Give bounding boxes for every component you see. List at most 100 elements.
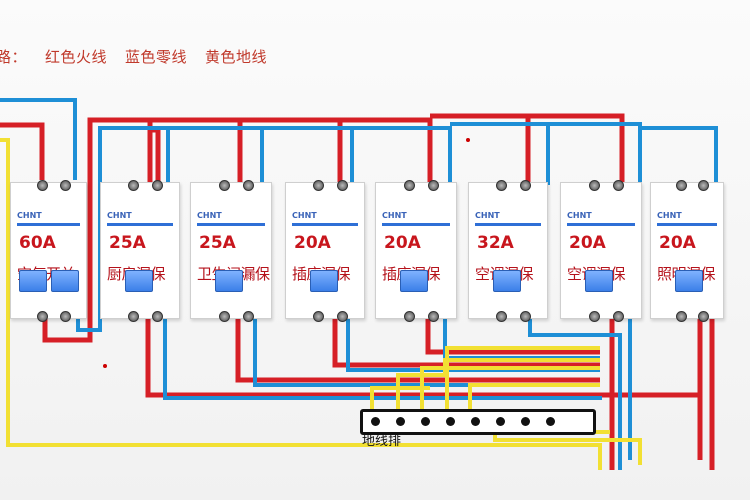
breaker-handle[interactable] [125, 270, 153, 292]
blue-bus-6 [640, 126, 718, 185]
terminal-screw [243, 311, 254, 322]
breaker-handle[interactable] [19, 270, 47, 292]
brand-mark: CHNT [292, 211, 317, 220]
marker-dot [103, 364, 107, 368]
blue-out-1 [163, 305, 602, 400]
ground-bar-hole [396, 417, 405, 426]
terminal-screw [59, 311, 71, 322]
terminal-screw [428, 311, 439, 322]
breaker-3: CHNT25A卫生间漏保 [190, 180, 272, 322]
terminal-screw [613, 180, 624, 191]
breaker-handle[interactable] [585, 270, 613, 292]
terminal-screw [37, 311, 49, 322]
terminal-screw [613, 311, 624, 322]
terminal-screw [697, 180, 709, 191]
ground-bar [360, 409, 596, 435]
terminal-screw [151, 311, 163, 322]
ground-bar-hole [546, 417, 555, 426]
terminal-screw [336, 180, 348, 191]
legend-blue-neutral: 蓝色零线 [125, 48, 188, 66]
ground-bar-hole [421, 417, 430, 426]
marker-dot [466, 138, 470, 142]
ground-bar-hole [496, 417, 505, 426]
brand-mark: CHNT [567, 211, 592, 220]
brand-stripe [197, 223, 265, 226]
yellow-g5 [468, 383, 600, 412]
breaker-handle[interactable] [310, 270, 338, 292]
breaker-rating: 20A [659, 233, 696, 253]
red-out-3 [332, 305, 600, 368]
breaker-handle[interactable] [51, 270, 79, 292]
brand-stripe [382, 223, 450, 226]
red-bus-3 [340, 117, 433, 185]
ground-bar-hole [446, 417, 455, 426]
terminal-screw [243, 180, 254, 191]
breaker-handle[interactable] [675, 270, 703, 292]
brand-mark: CHNT [382, 211, 407, 220]
terminal-screw [519, 311, 531, 322]
red-main-in [0, 122, 45, 180]
terminal-screw [151, 180, 163, 191]
breaker-rating: 60A [19, 233, 56, 253]
breaker-handle[interactable] [493, 270, 521, 292]
red-out-2 [235, 305, 600, 383]
terminal-screw [313, 180, 325, 191]
live-wires [0, 113, 715, 470]
terminal-screw [128, 311, 140, 322]
blue-bus-5 [548, 122, 642, 185]
blue-main-in [0, 98, 77, 180]
terminal-screw [336, 311, 348, 322]
wire-color-legend: 路： 红色火线蓝色零线黄色地线 [0, 46, 285, 67]
blue-bus-1 [168, 126, 264, 185]
breaker-rating: 20A [569, 233, 606, 253]
legend-red-live: 红色火线 [45, 48, 108, 66]
terminal-screw [313, 311, 325, 322]
breaker-5: CHNT20A插座漏保 [375, 180, 457, 322]
red-out-1 [145, 305, 700, 398]
breaker-6: CHNT32A空调漏保 [468, 180, 548, 322]
legend-prefix: 路： [0, 48, 28, 66]
breaker-rating: 25A [109, 233, 146, 253]
terminal-screw [519, 180, 531, 191]
breaker-rating: 25A [199, 233, 236, 253]
breaker-handle[interactable] [400, 270, 428, 292]
terminal-screw [496, 180, 508, 191]
brand-stripe [107, 223, 173, 226]
terminal-screw [219, 311, 230, 322]
terminal-screw [404, 311, 415, 322]
ground-bar-hole [521, 417, 530, 426]
terminal-screw [428, 180, 439, 191]
breaker-1: CHNT60A空气开关 [10, 180, 87, 322]
yellow-g1 [370, 386, 430, 412]
red-out-4 [425, 305, 600, 355]
brand-stripe [17, 223, 80, 226]
ground-wires [0, 138, 642, 470]
breaker-rating: 32A [477, 233, 514, 253]
terminal-screw [404, 180, 415, 191]
breaker-rating: 20A [294, 233, 331, 253]
legend-yellow-ground: 黄色地线 [205, 48, 268, 66]
terminal-screw [128, 180, 140, 191]
blue-bus-4 [450, 122, 550, 185]
terminal-screw [589, 311, 600, 322]
yellow-main [0, 138, 602, 470]
terminal-screw [676, 311, 688, 322]
brand-mark: CHNT [657, 211, 682, 220]
red-bus-5 [528, 113, 625, 185]
terminal-screw [697, 311, 709, 322]
breaker-7: CHNT20A空调漏保 [560, 180, 642, 322]
terminal-screw [37, 180, 49, 191]
terminal-screw [496, 311, 508, 322]
brand-stripe [657, 223, 717, 226]
yellow-g3 [420, 366, 600, 412]
brand-mark: CHNT [197, 211, 222, 220]
brand-mark: CHNT [107, 211, 132, 220]
ground-bar-label: 地线排 [362, 434, 402, 449]
breaker-4: CHNT20A插座漏保 [285, 180, 365, 322]
red-in-loop [147, 127, 161, 185]
breaker-2: CHNT25A厨房漏保 [100, 180, 180, 322]
brand-stripe [292, 223, 358, 226]
breaker-handle[interactable] [215, 270, 243, 292]
